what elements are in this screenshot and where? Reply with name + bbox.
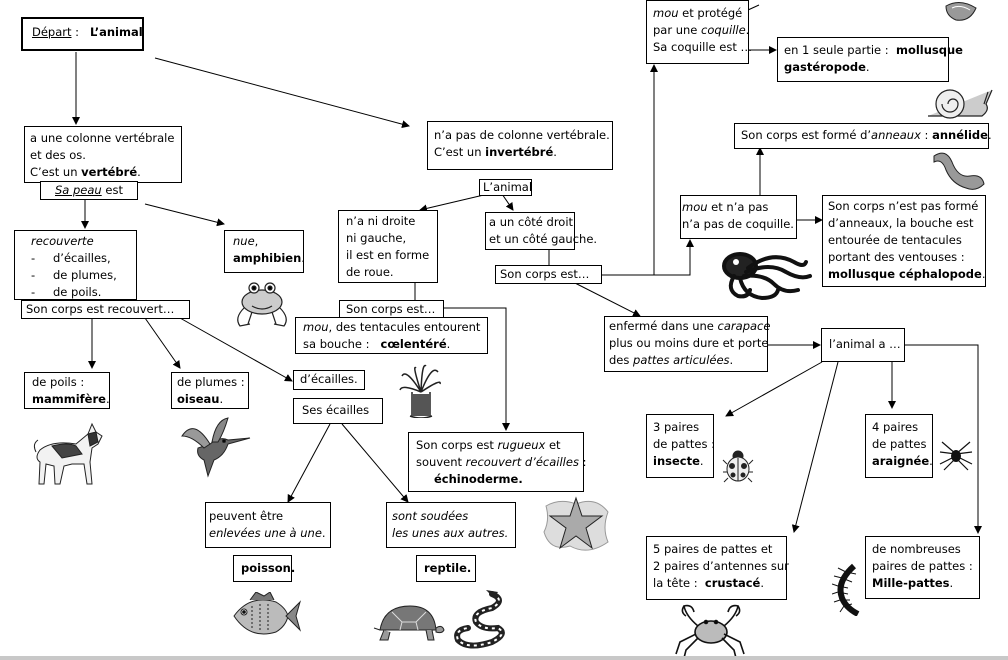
start-value: L’animal [90,25,143,39]
animal-a-box: l’animal a … [821,328,905,362]
ladybug-icon [722,450,754,483]
vertebre-box: a une colonne vertébrale et des os. C’es… [24,126,182,183]
spider-icon [939,441,973,471]
millepattes-box: de nombreuses paires de pattes : Mille-p… [865,536,980,599]
sea-anemone-icon [399,364,441,418]
start-box: Départ : L’animal [21,17,144,51]
crustace-box: 5 paires de pattes et 2 paires d’antenne… [646,536,789,600]
echinoderme-box: Son corps est rugueux et souvent recouve… [408,432,586,492]
crab-icon [675,604,745,658]
starfish-icon [543,496,609,551]
worm-icon [933,152,985,190]
fish-icon [233,592,302,635]
mammifere-box: de poils : mammifère. [24,372,110,409]
octopus-icon [722,252,812,301]
ses-ecailles-box: Ses écailles [293,398,383,424]
recouverte-box: recouverte -d’écailles, -de plumes, -de … [14,230,137,300]
snake-icon [454,590,505,649]
coelentere-box: mou, des tentacules entourent sa bouche … [295,317,488,354]
cote-box: a un côté droit et un côté gauche. [485,212,597,250]
peau-box: Sa peau est [40,181,138,200]
millepattes-label: Mille-pattes [872,576,950,590]
soudees-box: sont soudées les unes aux autres. [386,502,516,548]
vertebre-line3: C’est un vertébré. [30,165,141,179]
ses-ecailles-label: Ses écailles [302,403,370,417]
gasteropode-label: gastéropode [784,60,866,74]
recouverte-item2: -de plumes, [31,268,117,282]
bottom-rule [0,656,1008,660]
reptile-label: reptile. [424,561,472,575]
mammifere-label: mammifère [32,392,106,406]
turtle-icon [373,605,445,641]
recouverte-item1: -d’écailles, [31,251,111,265]
carapace-box: enfermé dans une carapace plus ou moins … [604,316,770,372]
start-sep: : [71,25,91,39]
araignee-box: 4 paires de pattes araignée. [865,414,933,478]
poisson-label: poisson. [241,561,296,575]
invertebre-label: invertébré [485,145,554,159]
sans-coquille-box: mou et n’a pas n’a pas de coquille. [680,195,797,239]
oiseau-label: oiseau [177,392,220,406]
hummingbird-icon [181,417,251,478]
snail-icon [928,89,993,119]
roue-box: n’a ni droite ni gauche, il est en forme… [338,210,438,283]
recouverte-head: recouverte [31,234,94,248]
amphibien-box: nue, amphibien. [224,230,305,273]
annelide-box: Son corps est formé d’anneaux : annélide… [734,123,992,149]
crustace-label: crustacé [704,576,761,590]
invertebre-box: n’a pas de colonne vertébrale. C’est un … [427,121,613,170]
recouverte-item3: -de poils. [31,285,102,299]
frog-icon [237,282,287,327]
vertebre-line1: a une colonne vertébrale [30,131,175,145]
start-label: Départ [32,25,72,39]
annelide-label: annélide [932,128,988,142]
cephalopode-label: mollusque céphalopode [828,267,982,281]
gasteropode-box: en 1 seule partie : mollusque gastéropod… [777,37,963,82]
animal-mid-box: L’animal [479,179,532,196]
reptile-box: reptile. [416,555,476,582]
ecailles-box: d’écailles. [293,370,365,390]
oiseau-box: de plumes : oiseau. [171,372,249,409]
dog-icon [33,422,103,485]
corps-est-mid-box: Son corps est… [495,265,602,284]
insecte-label: insecte [653,454,700,468]
peau-label: Sa peau [55,183,102,197]
coquille-box: mou et protégé par une coquille. Sa coqu… [646,0,752,64]
corps-recouvert-label: Son corps est recouvert… [26,302,175,316]
amphibien-label: amphibien [233,251,302,265]
mollusque-label: mollusque [895,43,963,57]
cephalopode-box: Son corps n’est pas formé d’anneaux, la … [822,195,986,287]
millipede-icon [832,563,860,616]
shell-icon [945,2,977,21]
insecte-box: 3 paires de pattes : insecte. [646,414,715,478]
ecailles-label: d’écailles. [300,372,358,386]
coelentere-label: cœlentéré [380,337,447,351]
corps-recouvert-box: Son corps est recouvert… [21,300,190,319]
araignee-label: araignée [872,454,930,468]
echinoderme-label: échinoderme. [434,472,523,486]
nue-label: nue [233,234,255,248]
vertebre-line2: et des os. [30,148,86,162]
poisson-box: poisson. [233,555,296,582]
enlevees-box: peuvent être enlevées une à une. [205,502,331,548]
